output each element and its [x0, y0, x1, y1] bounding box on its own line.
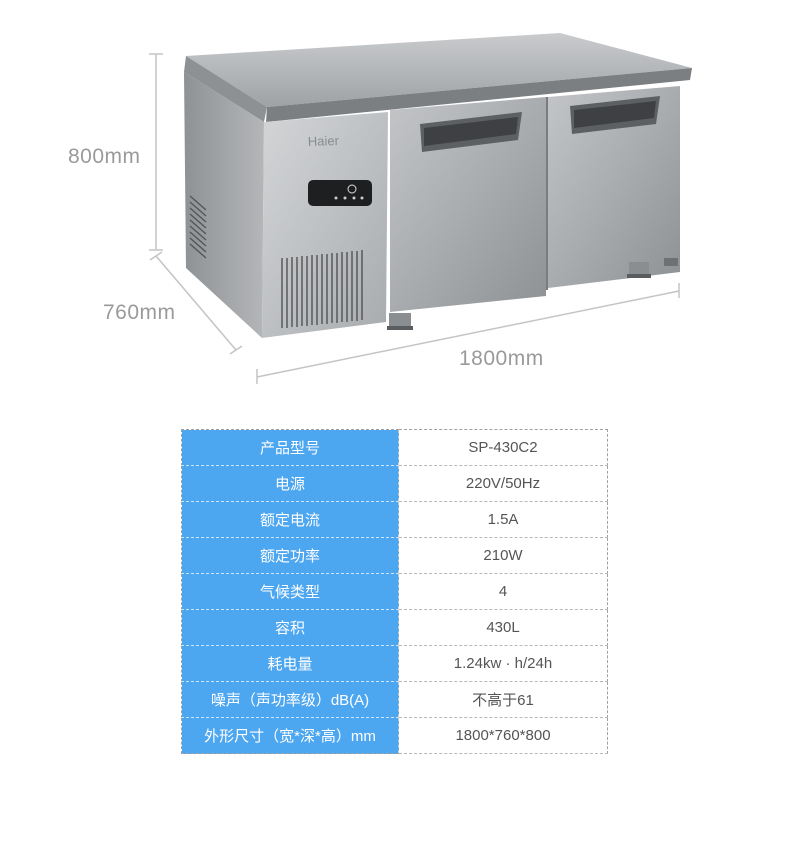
table-row: 额定功率 210W [181, 537, 608, 574]
spec-value: 430L [398, 609, 608, 646]
product-figure: Haier 800 [0, 0, 790, 400]
spec-value: 4 [398, 573, 608, 610]
table-row: 噪声（声功率级）dB(A) 不高于61 [181, 681, 608, 718]
spec-label: 噪声（声功率级）dB(A) [181, 681, 399, 718]
refrigerated-workbench-image: Haier [149, 33, 692, 384]
spec-value: 210W [398, 537, 608, 574]
spec-value: SP-430C2 [398, 429, 608, 466]
width-dimension-label: 1800mm [459, 347, 544, 370]
spec-label: 外形尺寸（宽*深*高）mm [181, 717, 399, 754]
spec-table: 产品型号 SP-430C2 电源 220V/50Hz 额定电流 1.5A 额定功… [181, 429, 608, 754]
spec-label: 电源 [181, 465, 399, 502]
side-vent [189, 195, 207, 259]
spec-value: 不高于61 [398, 681, 608, 718]
table-row: 气候类型 4 [181, 573, 608, 610]
spec-label: 耗电量 [181, 645, 399, 682]
spec-value: 1.5A [398, 501, 608, 538]
spec-label: 额定功率 [181, 537, 399, 574]
brand-logo: Haier [308, 133, 340, 149]
foot [389, 313, 411, 329]
spec-label: 气候类型 [181, 573, 399, 610]
spec-label: 容积 [181, 609, 399, 646]
spec-value: 1.24kw · h/24h [398, 645, 608, 682]
spec-label: 产品型号 [181, 429, 399, 466]
depth-dimension-label: 760mm [103, 301, 176, 324]
table-row: 耗电量 1.24kw · h/24h [181, 645, 608, 682]
table-row: 电源 220V/50Hz [181, 465, 608, 502]
table-row: 外形尺寸（宽*深*高）mm 1800*760*800 [181, 717, 608, 754]
spec-value: 220V/50Hz [398, 465, 608, 502]
table-row: 产品型号 SP-430C2 [181, 429, 608, 466]
front-vent [281, 250, 363, 328]
right-door [548, 86, 680, 288]
foot [629, 262, 649, 276]
height-dimension-label: 800mm [68, 145, 141, 168]
spec-label: 额定电流 [181, 501, 399, 538]
table-row: 额定电流 1.5A [181, 501, 608, 538]
dimension-lines [149, 53, 680, 384]
control-display [308, 180, 372, 206]
table-row: 容积 430L [181, 609, 608, 646]
spec-value: 1800*760*800 [398, 717, 608, 754]
